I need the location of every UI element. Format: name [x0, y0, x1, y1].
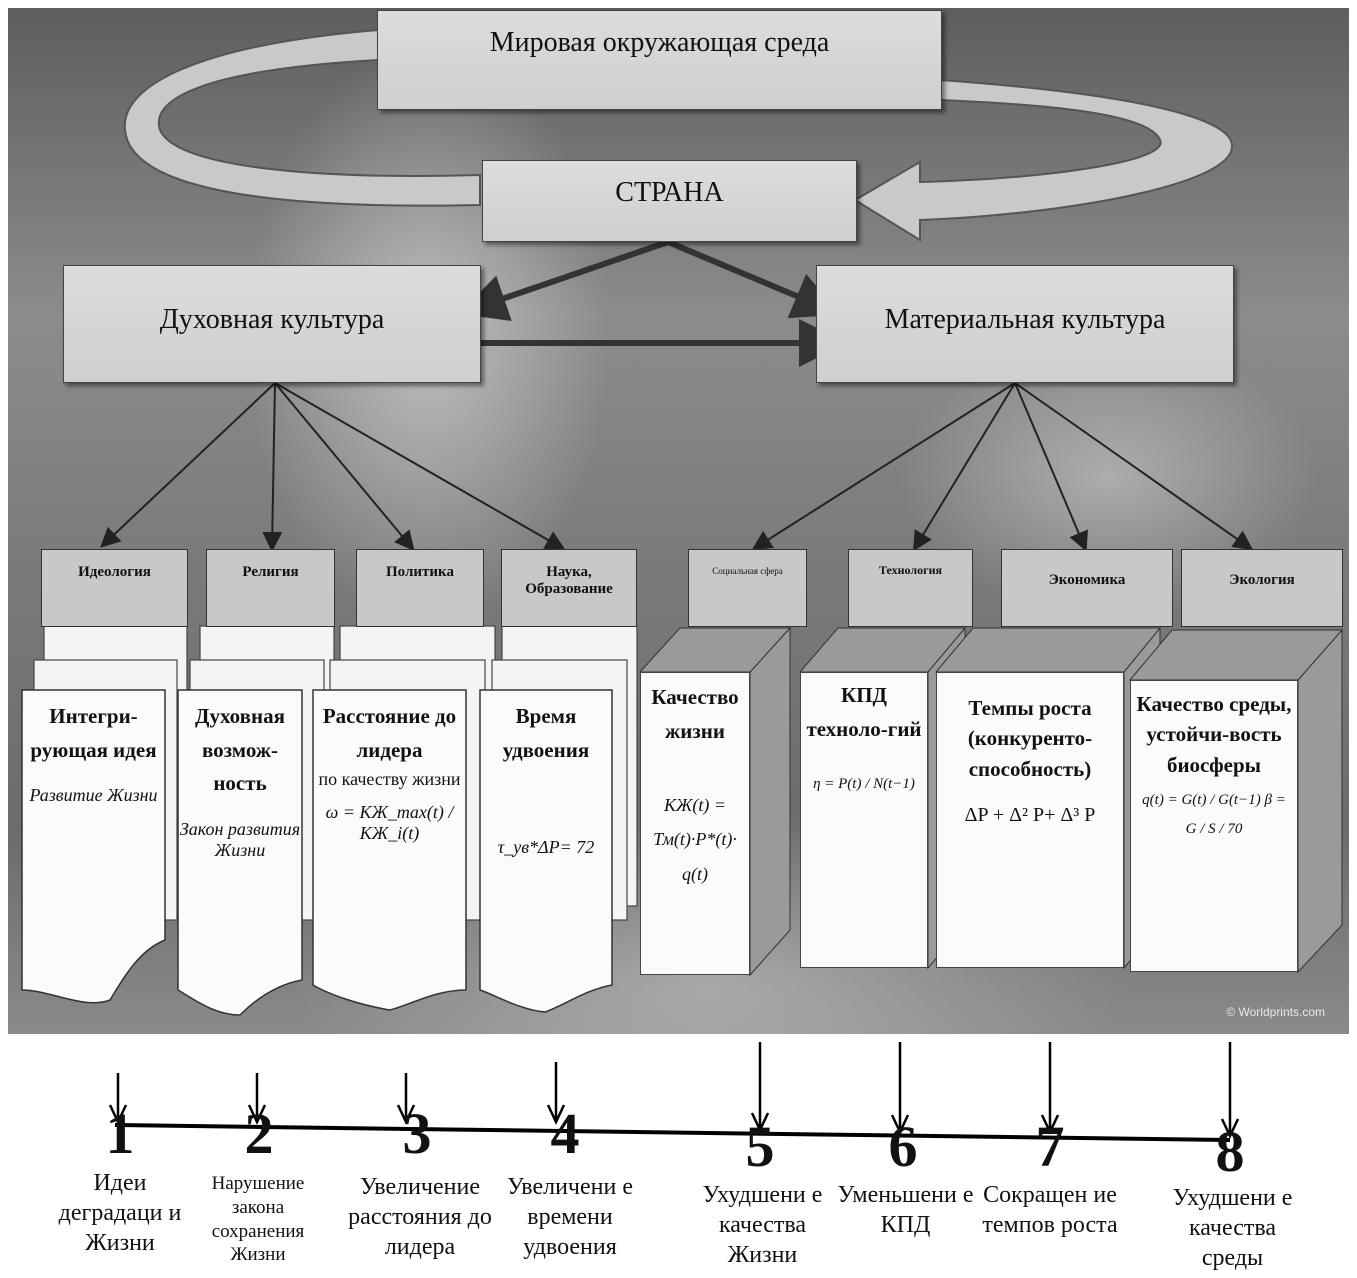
card-environment-quality: Качество среды, устойчи-вость биосферы q… — [1130, 680, 1298, 972]
card-title: Расстояние до лидера — [322, 704, 457, 762]
tab-science-education: Наука, Образование — [501, 549, 637, 627]
timeline-number: 6 — [888, 1114, 918, 1179]
card-technology-efficiency: КПД техноло-гий η = P(t) / N(t−1) — [800, 672, 928, 968]
timeline-caption: Идеи деградаци и Жизни — [58, 1170, 182, 1256]
tab-ideology: Идеология — [41, 549, 188, 627]
card-formula: Развитие Жизни — [29, 785, 158, 806]
timeline-number: 7 — [1035, 1114, 1065, 1179]
timeline-caption: Увеличение расстояния до лидера — [348, 1174, 492, 1260]
card-growth-rates: Темпы роста (конкуренто-способность) ΔP … — [936, 672, 1124, 968]
card-formula: КЖ(t) = Тм(t)·P*(t)· q(t) — [653, 795, 737, 884]
timeline-number: 2 — [244, 1101, 274, 1166]
timeline-caption: Ухудшени е качества Жизни — [702, 1182, 823, 1268]
tab-economy: Экономика — [1001, 549, 1173, 627]
timeline-caption: Сокращен ие темпов роста — [982, 1182, 1118, 1238]
card-title: КПД техноло-гий — [806, 683, 922, 741]
card-formula: η = P(t) / N(t−1) — [813, 776, 915, 793]
card-formula: τ_ув*ΔP= 72 — [497, 837, 595, 858]
card-formula: ω = КЖ_max(t) / КЖ_i(t) — [325, 802, 454, 844]
tab-politics: Политика — [356, 549, 484, 627]
card-formula: q(t) = G(t) / G(t−1) β = G / S / 70 — [1142, 792, 1286, 837]
card-formula: ΔP + Δ² P+ Δ³ P — [964, 804, 1096, 827]
card-quality-of-life: Качество жизни КЖ(t) = Тм(t)·P*(t)· q(t) — [640, 672, 750, 975]
timeline-caption: Нарушение закона сохранения Жизни — [211, 1173, 305, 1266]
tab-ecology: Экология — [1181, 549, 1343, 627]
world-environment-box: Мировая окружающая среда — [377, 10, 942, 110]
timeline-number: 5 — [745, 1114, 775, 1179]
card-title: Темпы роста (конкуренто-способность) — [967, 696, 1093, 781]
card-title: Время удвоения — [502, 704, 590, 762]
card-formula: Закон развития Жизни — [179, 818, 301, 860]
tab-social-sphere: Социальная сфера — [688, 549, 807, 627]
timeline-number: 8 — [1215, 1119, 1245, 1184]
card-doubling-time: Время удвоения τ_ув*ΔP= 72 — [480, 700, 612, 858]
copyright-label: © Worldprints.com — [1226, 1005, 1325, 1019]
spiritual-culture-box: Духовная культура — [63, 265, 481, 383]
card-title: Качество жизни — [651, 685, 739, 743]
card-subtitle: по качеству жизни — [318, 769, 461, 790]
country-box: СТРАНА — [482, 160, 857, 242]
tab-religion: Религия — [206, 549, 335, 627]
timeline-number: 4 — [550, 1101, 580, 1166]
card-integrating-idea: Интегри-рующая идея Развитие Жизни — [22, 700, 165, 806]
card-spiritual-possibility: Духовная возмож-ность Закон развития Жиз… — [178, 700, 302, 861]
timeline-caption: Увеличени е времени удвоения — [506, 1174, 633, 1260]
tab-technology: Технология — [848, 549, 973, 627]
timeline-caption: Ухудшени е качества среды — [1172, 1185, 1293, 1271]
timeline-number: 3 — [402, 1101, 432, 1166]
card-title: Интегри-рующая идея — [30, 704, 157, 762]
card-title: Духовная возмож-ность — [195, 704, 285, 796]
material-culture-box: Материальная культура — [816, 265, 1234, 383]
card-distance-to-leader: Расстояние до лидера по качеству жизни ω… — [313, 700, 466, 844]
timeline-number: 1 — [105, 1101, 135, 1166]
timeline-caption: Уменьшени е КПД — [837, 1182, 974, 1238]
card-title: Качество среды, устойчи-вость биосферы — [1136, 692, 1292, 777]
